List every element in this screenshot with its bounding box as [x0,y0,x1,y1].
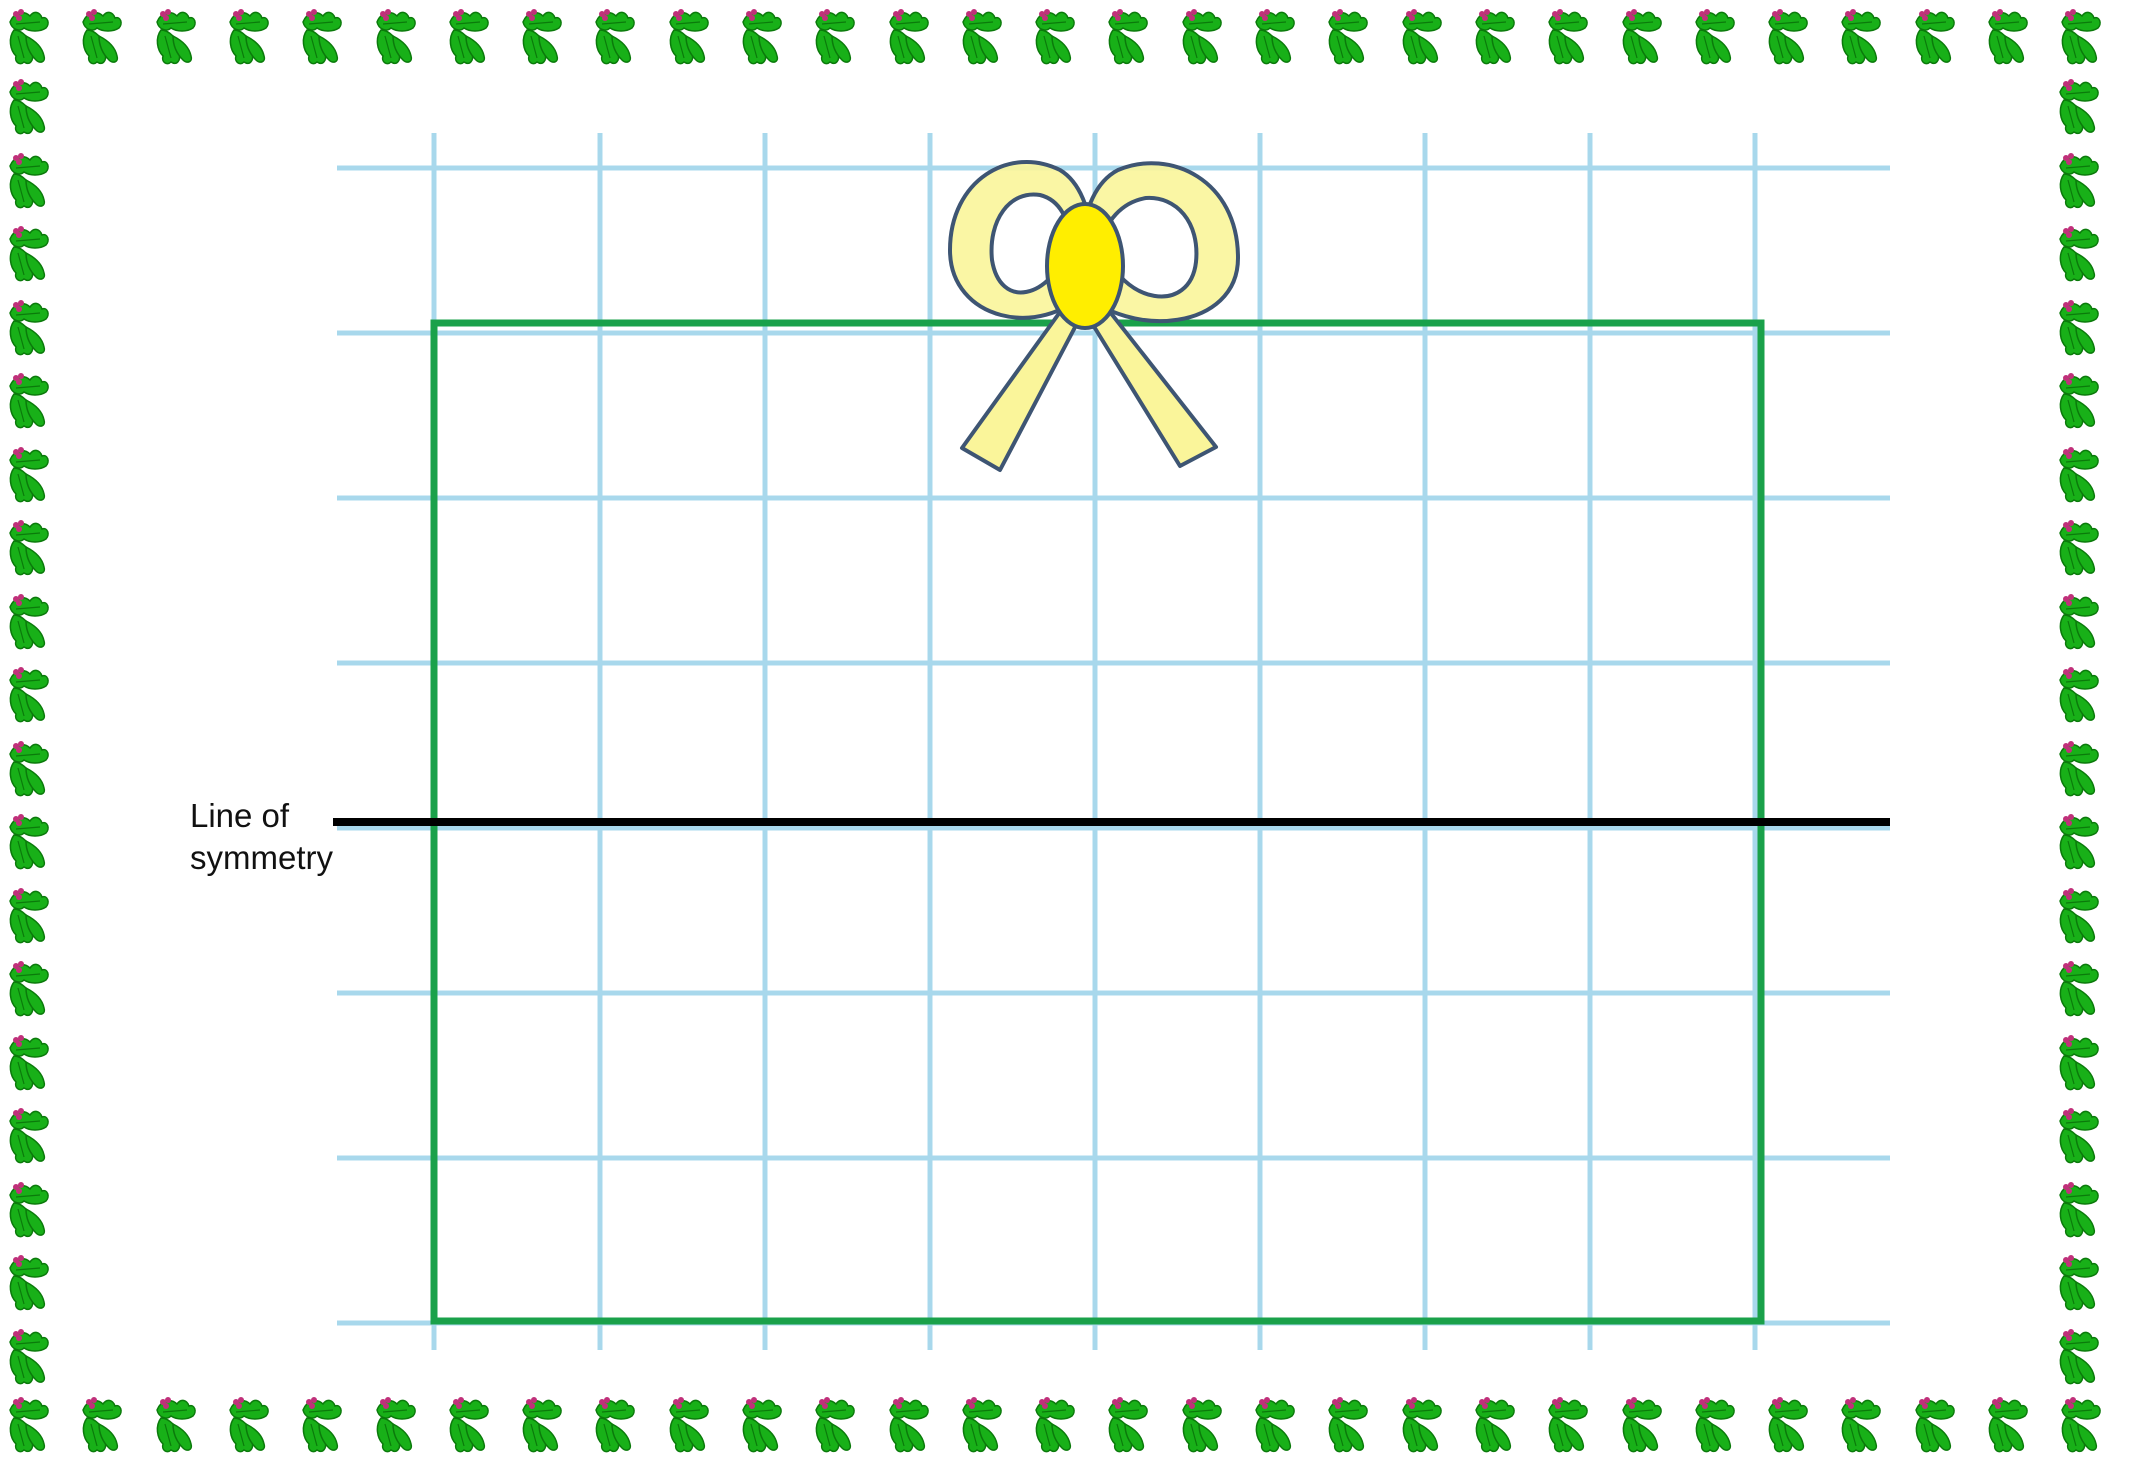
holly-icon [1842,1397,1880,1452]
holly-icon [890,1397,928,1452]
holly-icon [2060,814,2098,869]
holly-icon [743,1397,781,1452]
holly-icon [2060,300,2098,355]
holly-icon [10,888,48,943]
holly-icon [963,1397,1001,1452]
holly-icon [890,9,928,64]
holly-icon [2060,961,2098,1016]
holly-icon [1329,9,1367,64]
holly-icon [10,1182,48,1237]
holly-icon [1476,9,1514,64]
holly-icon [1036,9,1074,64]
holly-icon [10,373,48,428]
holly-icon [10,741,48,796]
holly-icon [2060,1255,2098,1310]
holly-icon [1696,1397,1734,1452]
holly-icon [10,1329,48,1384]
holly-icon [303,9,341,64]
holly-icon [83,9,121,64]
holly-icon [1109,1397,1147,1452]
holly-icon [1329,1397,1367,1452]
holly-icon [10,9,48,64]
holly-icon [2060,1329,2098,1384]
holly-icon [1256,9,1294,64]
holly-icon [1549,9,1587,64]
holly-icon [450,9,488,64]
holly-icon [2060,226,2098,281]
holly-icon [450,1397,488,1452]
holly-icon [1623,9,1661,64]
holly-icon [10,153,48,208]
holly-icon [816,9,854,64]
holly-icon [1769,9,1807,64]
holly-icon [523,1397,561,1452]
holly-icon [1476,1397,1514,1452]
holly-icon [1183,1397,1221,1452]
holly-icon [2060,594,2098,649]
holly-icon [1989,9,2027,64]
holly-icon [670,9,708,64]
holly-icon [10,447,48,502]
holly-icon [10,1397,48,1452]
holly-icon [2060,741,2098,796]
holly-icon [10,1035,48,1090]
holly-icon [2060,1108,2098,1163]
holly-icon [157,1397,195,1452]
holly-icon [377,1397,415,1452]
holly-icon [596,1397,634,1452]
symmetry-label-line2: symmetry [190,837,333,879]
holly-icon [2060,447,2098,502]
holly-icon [1109,9,1147,64]
holly-icon [1403,1397,1441,1452]
holly-icon [523,9,561,64]
holly-icon [303,1397,341,1452]
holly-icon [10,667,48,722]
holly-icon [2060,520,2098,575]
holly-icon [10,1255,48,1310]
holly-icon [10,300,48,355]
holly-icon [1036,1397,1074,1452]
holly-icon [1916,1397,1954,1452]
holly-icon [10,520,48,575]
holly-icon [10,1108,48,1163]
symmetry-label: Line of symmetry [190,795,333,879]
holly-icon [1842,9,1880,64]
holly-icon [1256,1397,1294,1452]
holly-icon [670,1397,708,1452]
holly-icon [2060,667,2098,722]
holly-icon [2060,79,2098,134]
holly-icon [1549,1397,1587,1452]
holly-icon [963,9,1001,64]
holly-icon [2062,1397,2100,1452]
holly-icon [2060,373,2098,428]
holly-icon [1989,1397,2027,1452]
holly-icon [10,226,48,281]
holly-icon [2060,888,2098,943]
holly-icon [377,9,415,64]
holly-icon [2060,1182,2098,1237]
holly-icon [230,1397,268,1452]
holly-icon [1769,1397,1807,1452]
holly-icon [2060,153,2098,208]
holly-icon [2062,9,2100,64]
holly-icon [743,9,781,64]
holly-icon [2060,1035,2098,1090]
holly-icon [230,9,268,64]
holly-icon [10,79,48,134]
holly-icon [157,9,195,64]
symmetry-label-line1: Line of [190,795,333,837]
holly-icon [10,594,48,649]
holly-icon [1183,9,1221,64]
holly-icon [10,814,48,869]
holly-icon [83,1397,121,1452]
holly-icon [10,961,48,1016]
holly-icon [1696,9,1734,64]
holly-icon [816,1397,854,1452]
holly-icon [1403,9,1441,64]
holly-icon [596,9,634,64]
holly-icon [1623,1397,1661,1452]
holly-icon [1916,9,1954,64]
